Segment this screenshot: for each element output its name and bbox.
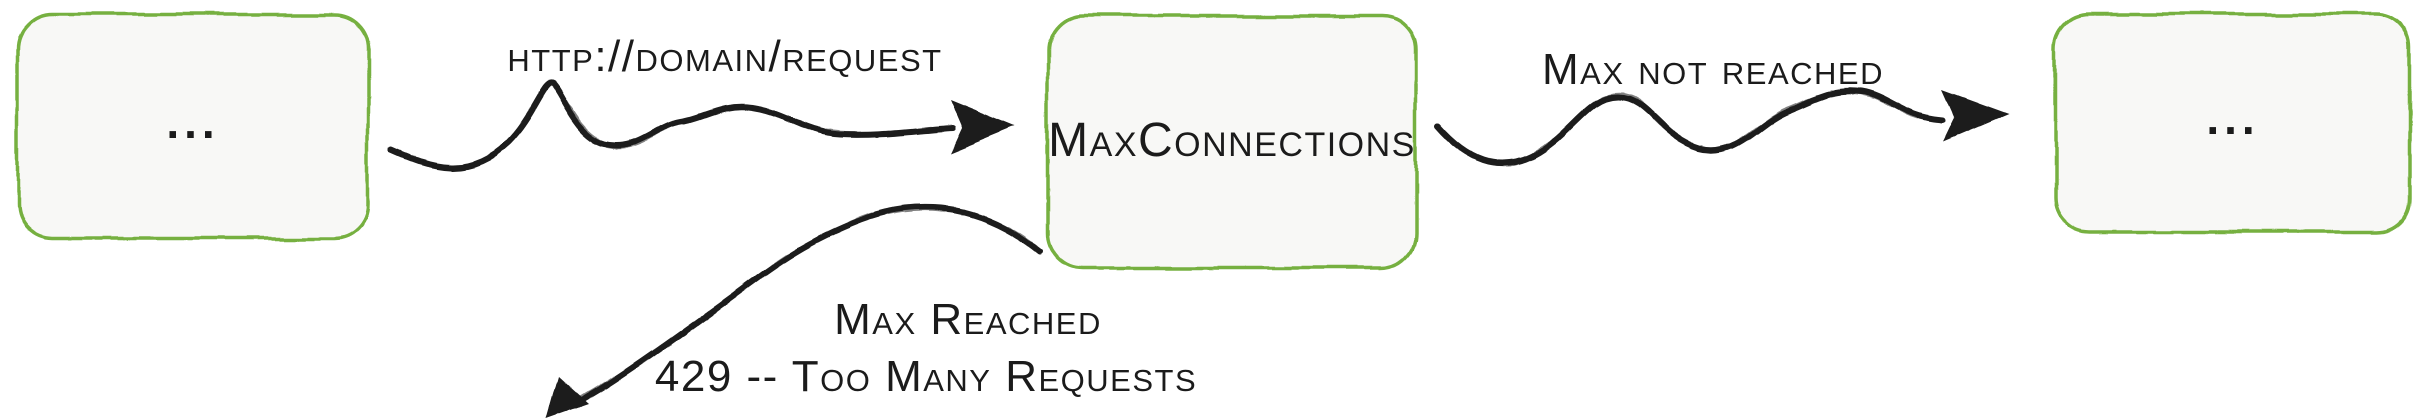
node-center-label: MaxConnections bbox=[1048, 114, 1416, 167]
request-arrow-label: http://domain/request bbox=[507, 32, 943, 81]
max-not-reached-arrow bbox=[1435, 88, 1945, 167]
node-right-shape bbox=[2054, 12, 2412, 234]
request-arrowhead bbox=[950, 100, 1016, 154]
node-right-label: ... bbox=[2206, 92, 2260, 144]
max-reached-arrow-sublabel: 429 -- Too Many Requests bbox=[654, 352, 1198, 401]
max-not-reached-arrow-label: Max not reached bbox=[1542, 45, 1884, 94]
max-reached-arrowhead bbox=[546, 376, 589, 419]
node-left-shape bbox=[16, 12, 370, 240]
max-not-reached-arrowhead bbox=[1942, 90, 2008, 142]
node-left-label: ... bbox=[166, 96, 220, 148]
node-center-shape bbox=[1046, 14, 1418, 270]
node-shapes-layer bbox=[16, 12, 2412, 270]
arrowheads-layer bbox=[546, 90, 2008, 419]
max-reached-arrow-label: Max Reached bbox=[834, 295, 1102, 344]
